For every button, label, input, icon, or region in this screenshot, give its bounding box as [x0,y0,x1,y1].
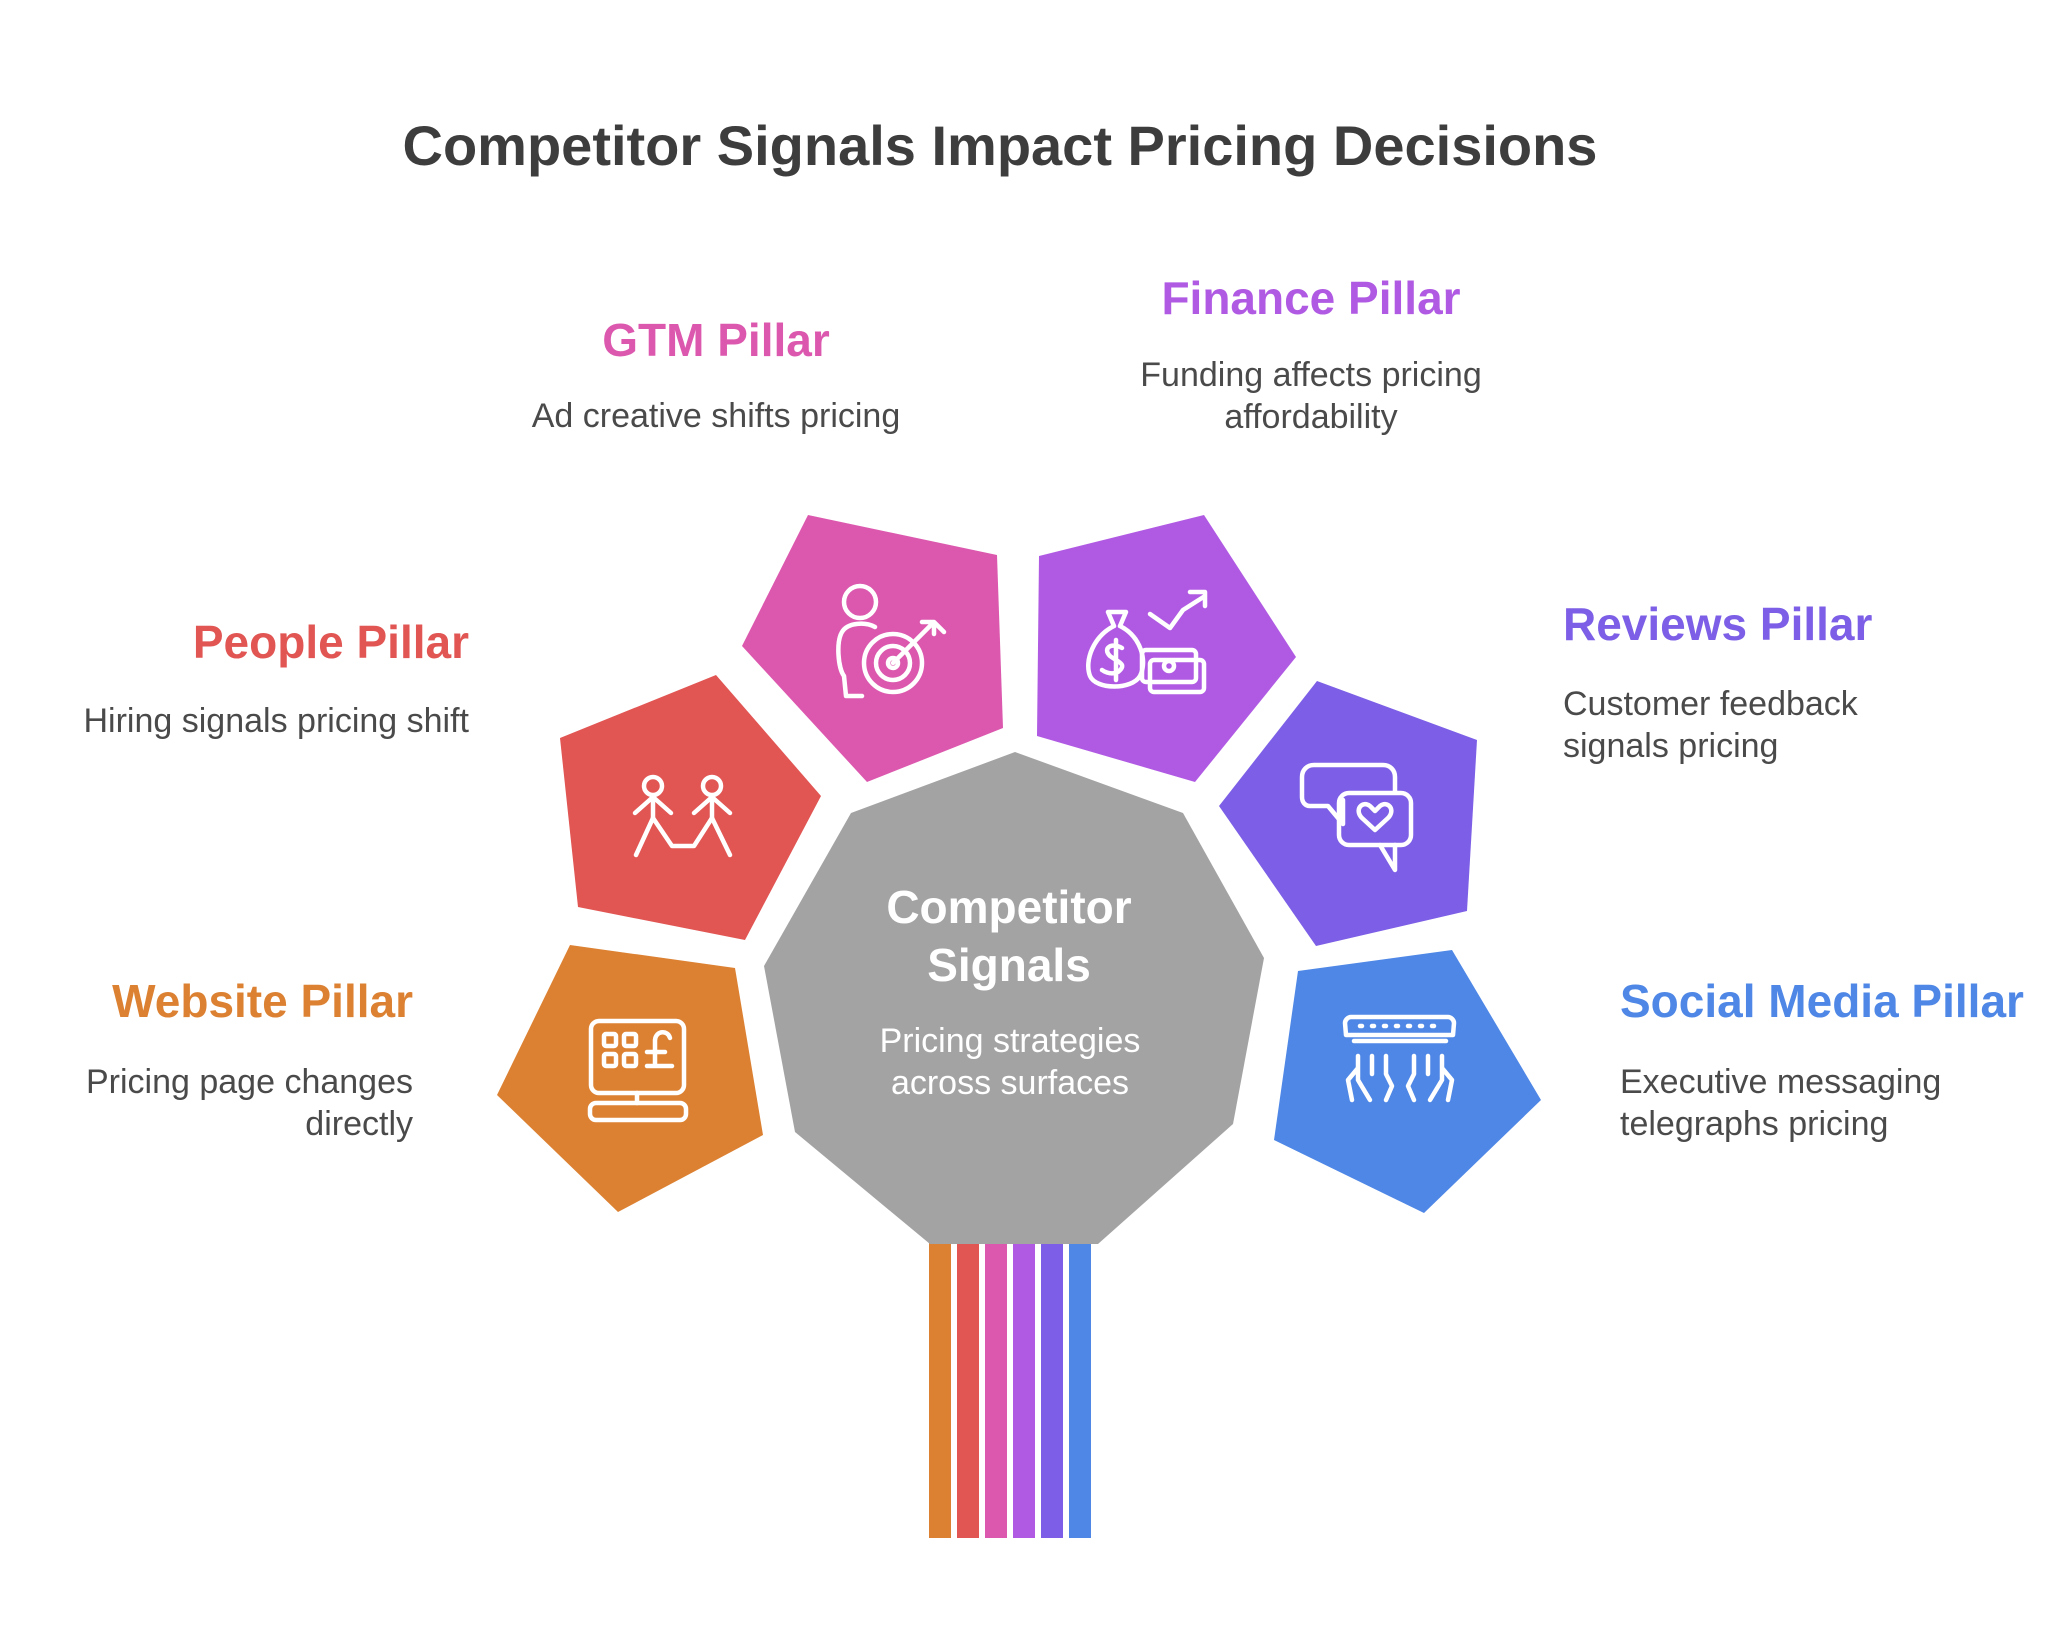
finance-pillar-title: Finance Pillar [1161,272,1460,324]
stem-stripe-website [929,1243,951,1538]
hub-title-line2: Signals [927,939,1091,991]
diagram-title: Competitor Signals Impact Pricing Decisi… [403,114,1598,177]
people-pillar-title: People Pillar [193,616,469,668]
reviews-pillar-desc-line1: Customer feedback [1563,685,1859,723]
gtm-pillar-label: GTM Pillar Ad creative shifts pricing [532,314,901,435]
people-pillar-desc: Hiring signals pricing shift [84,702,470,740]
gtm-pillar-title: GTM Pillar [602,314,830,366]
stem-stripe-social [1069,1243,1091,1538]
website-pillar-title: Website Pillar [112,975,413,1027]
gtm-pentagon [742,515,1003,782]
reviews-pillar-title: Reviews Pillar [1563,598,1872,650]
hub: Competitor Signals Pricing strategies ac… [764,752,1264,1244]
social-pillar-desc-line1: Executive messaging [1620,1063,1941,1101]
social-pillar-shape [1274,950,1541,1213]
gtm-pillar-shape [742,515,1003,782]
website-pillar-label: Website Pillar Pricing page changes dire… [86,975,413,1143]
social-pillar-desc-line2: telegraphs pricing [1620,1105,1888,1143]
finance-pillar-label: Finance Pillar Funding affects pricing a… [1140,272,1481,436]
hub-desc-line1: Pricing strategies [880,1022,1141,1060]
reviews-pentagon [1219,681,1477,946]
people-pentagon [560,675,821,940]
website-pillar-desc-line1: Pricing page changes [86,1063,413,1101]
stem-stripe-gtm [985,1243,1007,1538]
money-growth-icon [1086,589,1208,695]
social-pillar-label: Social Media Pillar Executive messaging … [1620,975,2024,1143]
social-pillar-title: Social Media Pillar [1620,975,2024,1027]
gtm-pillar-desc: Ad creative shifts pricing [532,397,901,435]
stem-stripe-finance [1013,1243,1035,1538]
people-pillar-label: People Pillar Hiring signals pricing shi… [84,616,470,740]
reviews-pillar-label: Reviews Pillar Customer feedback signals… [1563,598,1872,765]
person-target-icon [836,583,947,699]
website-pillar-desc-line2: directly [305,1105,413,1143]
pound-keypad-icon [587,1018,689,1123]
stem-stripe-people [957,1243,979,1538]
reviews-pillar-shape [1219,681,1477,946]
hub-desc-line2: across surfaces [891,1064,1129,1102]
typing-hands-icon [1342,1014,1457,1103]
social-pentagon [1274,950,1541,1213]
reviews-pillar-desc-line2: signals pricing [1563,727,1778,765]
stem-stripes [929,1243,1091,1538]
people-pillar-shape [560,675,821,940]
website-pillar-shape [497,945,763,1212]
finance-pillar-desc-line2: affordability [1224,398,1397,436]
finance-pillar-desc-line1: Funding affects pricing [1140,356,1481,394]
stem-stripe-reviews [1041,1243,1063,1538]
hub-shape [764,752,1264,1244]
finance-pillar-shape [1037,515,1296,782]
people-hands-icon [632,774,733,858]
website-pentagon [497,945,763,1212]
hub-title-line1: Competitor [886,881,1131,933]
chat-heart-icon [1299,762,1414,873]
